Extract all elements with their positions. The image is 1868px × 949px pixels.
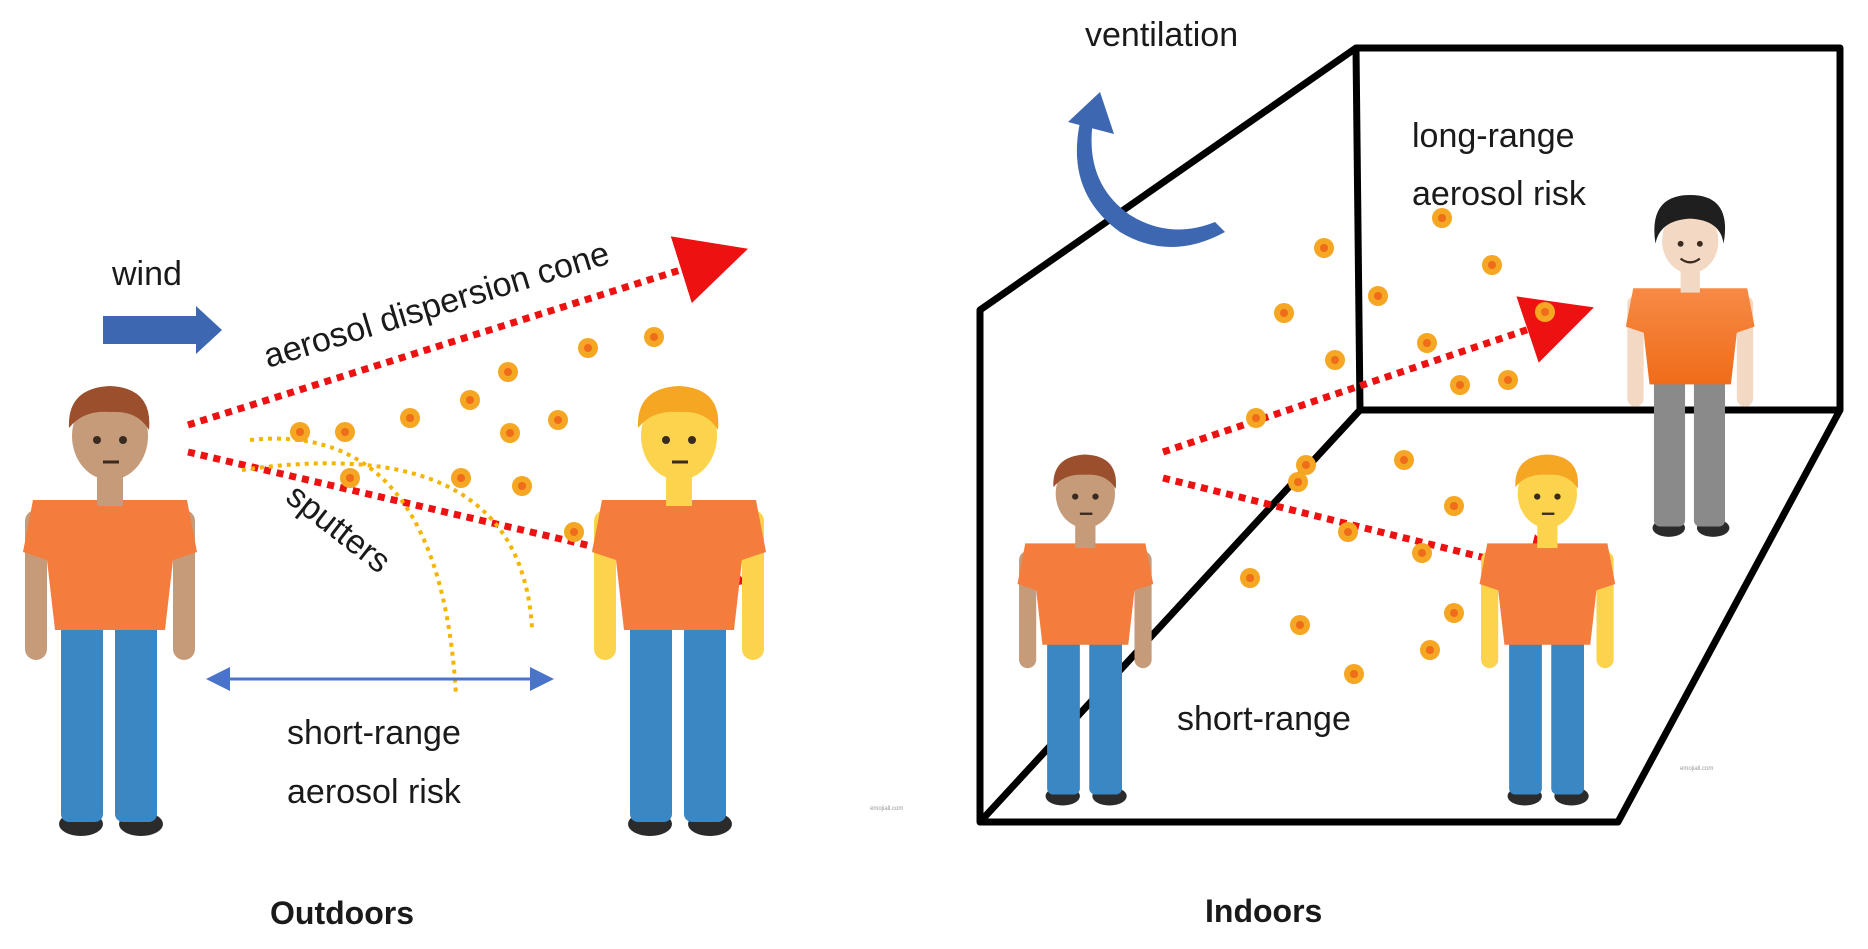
- aerosol-particle-icon: [564, 522, 584, 542]
- person-icon: [23, 386, 197, 836]
- indoor-short-range-label: short-range: [1177, 700, 1351, 738]
- aerosol-particle-icon: [512, 476, 532, 496]
- aerosol-particle-icon: [1338, 522, 1358, 542]
- long-range-label-line2: aerosol risk: [1412, 175, 1587, 213]
- person-icon: [1017, 454, 1154, 806]
- cone-lower-arrow: [187, 448, 749, 601]
- aerosol-particle-icon: [1412, 543, 1432, 563]
- aerosol-particle-icon: [1240, 568, 1260, 588]
- aerosol-particle-icon: [1482, 255, 1502, 275]
- aerosol-particle-icon: [1444, 603, 1464, 623]
- cone-upper-arrow: [186, 236, 749, 429]
- sputters-label: sputters: [279, 476, 398, 580]
- outdoor-watermark: emojiall.com: [870, 806, 903, 812]
- aerosol-particle-icon: [290, 422, 310, 442]
- aerosol-particle-icon: [1368, 286, 1388, 306]
- aerosol-particle-icon: [1498, 370, 1518, 390]
- aerosol-particle-icon: [1450, 375, 1470, 395]
- aerosol-particle-icon: [451, 468, 471, 488]
- aerosol-particle-icon: [1432, 208, 1452, 228]
- aerosol-particle-icon: [1314, 238, 1334, 258]
- aerosol-particle-icon: [500, 423, 520, 443]
- outdoor-short-range-label-line1: short-range: [287, 714, 461, 752]
- aerosol-particle-icon: [1288, 472, 1308, 492]
- aerosol-particle-icon: [1444, 496, 1464, 516]
- aerosol-particle-icon: [1290, 615, 1310, 635]
- outdoor-particles: [290, 327, 664, 542]
- long-range-label-line1: long-range: [1412, 117, 1575, 155]
- indoors-panel: ventilation long-range aerosol risk: [976, 16, 1844, 929]
- indoor-watermark: emojiall.com: [1680, 766, 1713, 772]
- aerosol-particle-icon: [340, 468, 360, 488]
- aerosol-particle-icon: [1344, 664, 1364, 684]
- wind-arrow-icon: [103, 306, 222, 354]
- outdoors-caption: Outdoors: [270, 895, 414, 931]
- aerosol-particle-icon: [548, 410, 568, 430]
- aerosol-particle-icon: [1535, 302, 1555, 322]
- aerosol-particle-icon: [400, 408, 420, 428]
- outdoor-short-range-label-line2: aerosol risk: [287, 773, 462, 811]
- outdoors-panel: wind aerosol dispersion cone sputters: [23, 234, 903, 931]
- indoors-caption: Indoors: [1205, 893, 1322, 929]
- aerosol-particle-icon: [644, 327, 664, 347]
- aerosol-particle-icon: [1296, 455, 1316, 475]
- indoor-particles: [1240, 208, 1555, 684]
- person-icon: [1625, 194, 1755, 537]
- room-outline: [976, 44, 1844, 826]
- aerosol-particle-icon: [335, 422, 355, 442]
- person-icon: [592, 386, 766, 836]
- wind-label: wind: [111, 255, 182, 293]
- person-icon: [1479, 454, 1616, 806]
- aerosol-particle-icon: [1246, 408, 1266, 428]
- ventilation-label: ventilation: [1085, 16, 1238, 54]
- aerosol-particle-icon: [498, 362, 518, 382]
- aerosol-particle-icon: [460, 390, 480, 410]
- aerosol-particle-icon: [1325, 350, 1345, 370]
- aerosol-particle-icon: [1394, 450, 1414, 470]
- aerosol-particle-icon: [1274, 303, 1294, 323]
- ventilation-arrow-icon: [1068, 92, 1225, 247]
- aerosol-particle-icon: [1417, 333, 1437, 353]
- aerosol-particle-icon: [578, 338, 598, 358]
- aerosol-particle-icon: [1420, 640, 1440, 660]
